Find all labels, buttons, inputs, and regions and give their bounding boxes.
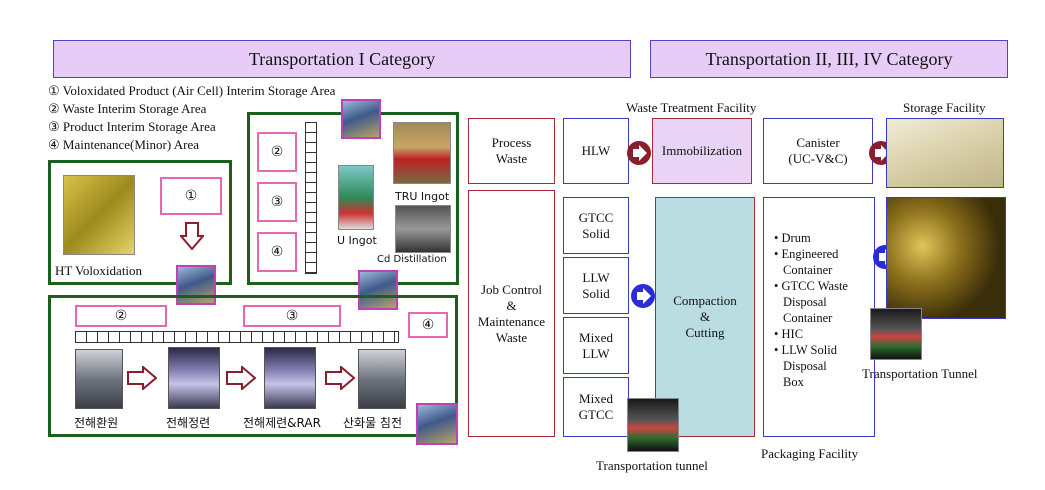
- immobilization-box: Immobilization: [652, 118, 752, 184]
- gtcc-solid-line-1: GTCC: [578, 209, 614, 225]
- job-control-line-3: Maintenance: [477, 313, 546, 329]
- tru-ingot-equipment: [393, 122, 451, 184]
- compaction-cutting-box: Compaction & Cutting: [655, 197, 755, 437]
- compaction-line-3: Cutting: [685, 325, 725, 340]
- process-waste-line-1: Process: [491, 135, 532, 150]
- packaging-item: Container: [783, 263, 833, 277]
- lower-box-2: ②: [75, 305, 167, 327]
- packaging-item: • HIC: [774, 327, 804, 341]
- down-arrow-icon: [180, 222, 204, 250]
- mixed-gtcc-line-1: Mixed: [579, 391, 613, 406]
- electrowinning-rar-equipment: [264, 347, 316, 409]
- storage-facility-label: Storage Facility: [903, 100, 986, 115]
- cd-distillation-label: Cd Distillation: [377, 254, 447, 265]
- blue-arrow-circle-icon: [631, 284, 655, 308]
- mixed-llw-line-1: Mixed: [579, 329, 613, 345]
- waste-treatment-facility-label: Waste Treatment Facility: [626, 100, 757, 115]
- compaction-line-1: Compaction: [673, 293, 737, 308]
- drum-storage-image: [886, 197, 1006, 319]
- mixed-gtcc-box: Mixed GTCC: [563, 377, 629, 437]
- legend-item-4: ④ Maintenance(Minor) Area: [48, 137, 199, 152]
- red-arrow-circle-icon: [627, 141, 651, 165]
- transportation-tunnel-photo-bottom: [627, 398, 679, 452]
- u-ingot-equipment: [338, 165, 374, 230]
- upper-transfer-thumbnail: [341, 99, 381, 139]
- storage-box-4: ④: [257, 232, 297, 272]
- process-waste-line-2: Waste: [495, 151, 528, 166]
- lower-box-4: ④: [408, 312, 448, 338]
- header-transportation-i: Transportation I Category: [53, 40, 631, 78]
- electroreduction-equipment: [75, 349, 123, 409]
- canister-box: Canister (UC-V&C): [763, 118, 873, 184]
- right-arrow-icon: [127, 366, 157, 390]
- job-control-line-2: &: [506, 297, 517, 313]
- vertical-conveyor-rail: [305, 122, 317, 274]
- legend-item-1: ① Voloxidated Product (Air Cell) Interim…: [48, 83, 336, 98]
- electrorefining-equipment: [168, 347, 220, 409]
- step-label-oxide-precipitation: 산화물 침전: [343, 416, 403, 430]
- hlw-box: HLW: [563, 118, 629, 184]
- packaging-item: Disposal: [783, 295, 827, 309]
- legend-item-2: ② Waste Interim Storage Area: [48, 101, 207, 116]
- canister-line-2: (UC-V&C): [788, 151, 848, 166]
- step-label-electroreduction: 전해환원: [74, 416, 119, 430]
- canister-line-1: Canister: [796, 135, 840, 150]
- lower-transfer-thumbnail: [358, 270, 398, 310]
- cd-distillation-equipment: [395, 205, 451, 253]
- job-control-line-1: Job Control: [480, 281, 543, 297]
- legend-item-3: ③ Product Interim Storage Area: [48, 119, 216, 134]
- transportation-tunnel-photo-right: [870, 308, 922, 360]
- ht-voloxidation-label: HT Voloxidation: [55, 263, 143, 278]
- oxide-precipitation-equipment: [358, 349, 406, 409]
- storage-facility-image: [886, 118, 1004, 188]
- llw-solid-line-1: LLW: [582, 269, 610, 285]
- ht-voloxidation-photo: [63, 175, 135, 255]
- packaging-item: Disposal: [783, 359, 827, 373]
- bottom-transfer-thumbnail: [416, 403, 458, 445]
- step-label-electrowinning-rar: 전해제련&RAR: [243, 416, 321, 430]
- u-ingot-label: U Ingot: [337, 234, 377, 247]
- step-label-electrorefining: 전해정련: [166, 416, 211, 430]
- mixed-gtcc-line-2: GTCC: [578, 407, 614, 422]
- transportation-tunnel-bottom-label: Transportation tunnel: [596, 458, 708, 473]
- packaging-item: • Drum: [774, 231, 811, 245]
- storage-box-2: ②: [257, 132, 297, 172]
- packaging-item: • Engineered: [774, 247, 839, 261]
- packaging-item: • LLW Solid: [774, 343, 837, 357]
- voloxidation-transfer-thumbnail: [176, 265, 216, 305]
- process-waste-box: Process Waste: [468, 118, 555, 184]
- gtcc-solid-box: GTCC Solid: [563, 197, 629, 254]
- right-arrow-icon: [226, 366, 256, 390]
- packaging-item: Box: [783, 375, 804, 389]
- packaging-facility-label: Packaging Facility: [761, 446, 859, 461]
- header-transportation-ii-iv: Transportation II, III, IV Category: [650, 40, 1008, 78]
- job-control-line-4: Waste: [495, 329, 528, 345]
- compaction-line-2: &: [699, 309, 711, 324]
- mixed-llw-box: Mixed LLW: [563, 317, 629, 374]
- transportation-tunnel-right-label: Transportation Tunnel: [862, 366, 978, 381]
- tru-ingot-label: TRU Ingot: [395, 190, 450, 203]
- job-control-maintenance-box: Job Control & Maintenance Waste: [468, 190, 555, 437]
- right-arrow-icon: [325, 366, 355, 390]
- packaging-item: Container: [783, 311, 833, 325]
- horizontal-conveyor-rail: [75, 331, 399, 343]
- pyroprocess-lower-area: [48, 295, 458, 437]
- llw-solid-line-2: Solid: [582, 285, 610, 301]
- mixed-llw-line-2: LLW: [582, 345, 610, 361]
- gtcc-solid-line-2: Solid: [582, 225, 610, 241]
- ht-voloxidation-area: [48, 160, 232, 285]
- storage-box-1: ①: [160, 177, 222, 215]
- packaging-item: • GTCC Waste: [774, 279, 848, 293]
- llw-solid-box: LLW Solid: [563, 257, 629, 314]
- packaging-items-list: • Drum • Engineered Container • GTCC Was…: [774, 230, 848, 390]
- storage-box-3: ③: [257, 182, 297, 222]
- lower-box-3: ③: [243, 305, 341, 327]
